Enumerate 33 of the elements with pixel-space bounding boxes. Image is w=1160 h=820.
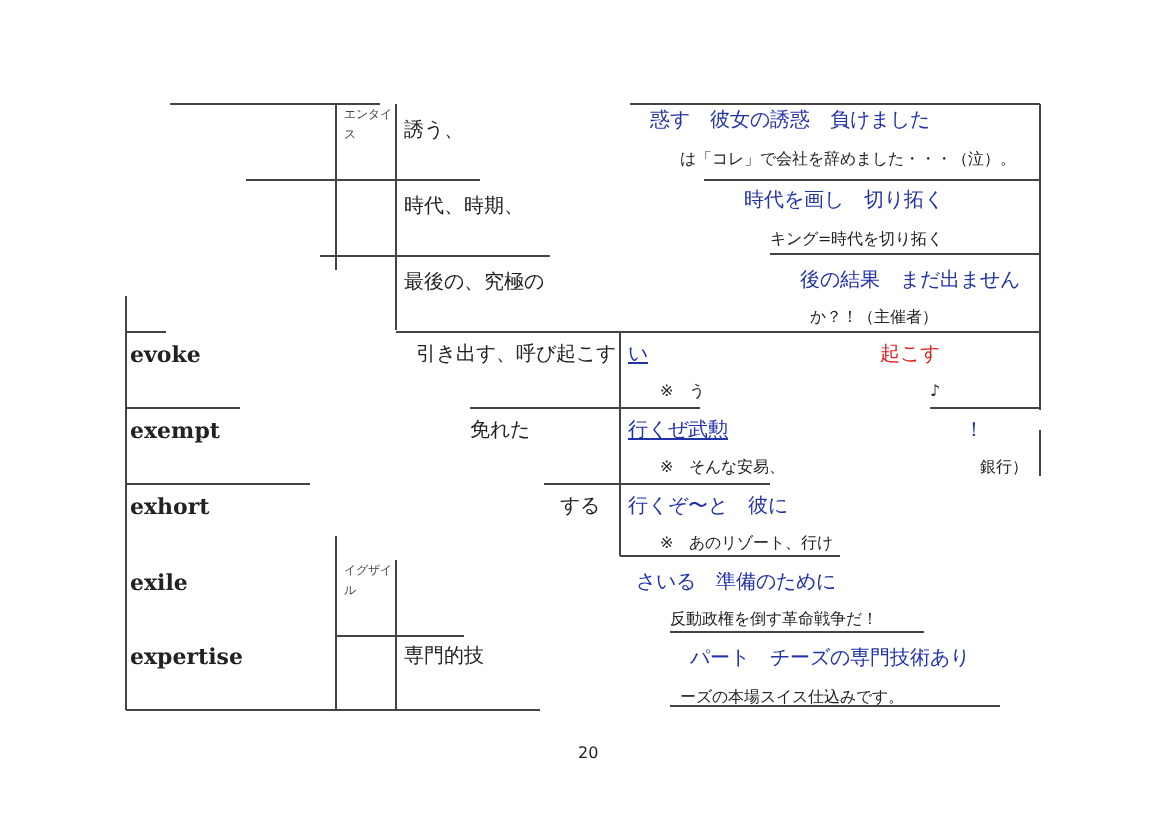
cell-text: い	[628, 344, 648, 368]
cell-text: 誘う、	[404, 120, 464, 144]
cell-text: さいる 準備のために	[636, 572, 836, 596]
cell-text: 行くぜ武勲	[628, 420, 728, 444]
cell-text: は「コレ」で会社を辞めました・・・（泣）。	[680, 150, 1016, 170]
cell-text: exempt	[130, 418, 220, 445]
page-number: 20	[578, 744, 599, 764]
cell-text: 引き出す、呼び起こす	[416, 344, 616, 368]
cell-text: 起こす	[880, 344, 940, 368]
cell-text: ーズの本場スイス仕込みです。	[680, 688, 904, 708]
cell-text: expertise	[130, 644, 243, 671]
cell-text: 銀行）	[980, 458, 1028, 478]
cell-text: する	[560, 496, 600, 520]
cell-text: 時代を画し 切り拓く	[744, 190, 944, 214]
cell-text: ※ う	[660, 382, 706, 402]
cell-text: ※ そんな安易、	[660, 458, 786, 478]
cell-text: 免れた	[470, 420, 530, 444]
cell-text: exile	[130, 570, 188, 597]
cell-text: ♪	[930, 382, 941, 402]
cell-text: 行くぞ〜と 彼に	[628, 496, 788, 520]
cell-text: ※ あのリゾート、行け	[660, 534, 834, 554]
cell-text: evoke	[130, 342, 201, 369]
cell-text: キング=時代を切り拓く	[770, 230, 944, 250]
cell-text: 惑す 彼女の誘惑 負けました	[650, 110, 930, 134]
cell-text: exhort	[130, 494, 210, 521]
cell-text: 最後の、究極の	[404, 272, 544, 296]
cell-text: か？！（主催者）	[810, 308, 938, 328]
cell-text: 時代、時期、	[404, 196, 524, 220]
cell-text: ！	[964, 420, 984, 444]
cell-text: パート チーズの専門技術あり	[690, 648, 970, 672]
cell-text: 後の結果 まだ出ません	[800, 270, 1020, 294]
cell-text: 反動政権を倒す革命戦争だ！	[670, 610, 878, 630]
cell-text: 専門的技	[404, 646, 484, 670]
